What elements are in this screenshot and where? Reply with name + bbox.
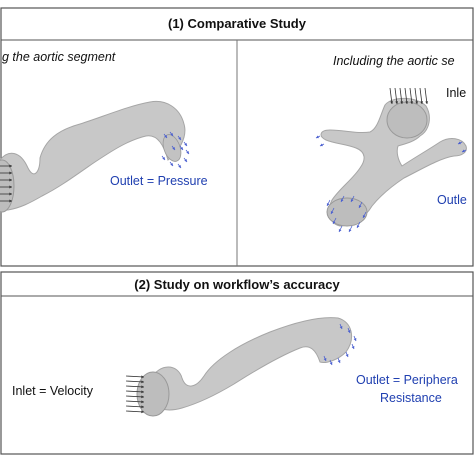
bc-arrowhead (362, 215, 366, 218)
side-outlet-arrows-top-right (315, 135, 467, 153)
bc-arrowhead (410, 101, 414, 104)
bc-arrowhead (390, 101, 394, 104)
inlet-arrows-top-left (0, 164, 12, 203)
bc-arrowhead (405, 101, 409, 104)
bc-arrowhead (332, 221, 336, 224)
bc-arrow (125, 380, 145, 383)
outlet-arrows-top-right (326, 195, 367, 233)
bc-arrowhead (141, 410, 144, 414)
bc-arrowhead (172, 147, 175, 150)
bc-arrowhead (9, 178, 12, 182)
bc-arrowhead (9, 199, 12, 203)
bc-arrowhead (316, 135, 319, 139)
bc-arrowhead (141, 405, 144, 409)
bc-arrowhead (338, 229, 342, 232)
bc-arrowhead (345, 354, 349, 357)
bc-arrow (125, 410, 145, 413)
bc-arrowhead (395, 101, 399, 104)
inlet-cap-bottom (136, 371, 170, 417)
bc-arrowhead (184, 143, 187, 146)
bc-arrowhead (186, 151, 189, 154)
bc-arrow (414, 87, 418, 105)
bc-arrowhead (9, 192, 12, 196)
bc-arrowhead (458, 141, 461, 145)
bc-arrowhead (9, 164, 12, 168)
bc-arrowhead (326, 203, 330, 206)
bc-arrowhead (141, 390, 144, 394)
bc-arrowhead (323, 358, 327, 361)
bc-arrowhead (462, 149, 465, 153)
bc-arrowhead (178, 137, 181, 140)
bc-arrowhead (170, 163, 173, 166)
bc-arrowhead (425, 101, 429, 104)
bc-arrow (125, 375, 145, 378)
bc-arrowhead (180, 147, 183, 150)
section2-title: (2) Study on workflow’s accuracy (134, 277, 340, 292)
bc-arrow (389, 87, 393, 105)
bc-arrowhead (420, 101, 424, 104)
bc-arrowhead (178, 165, 181, 168)
bc-arrowhead (141, 380, 144, 384)
right-outlet-label: Outle (437, 193, 467, 207)
bc-arrow (125, 390, 145, 393)
right-inlet-label: Inle (446, 86, 467, 100)
outlet-arrows-bottom (323, 323, 357, 366)
inlet-arrows-top-right (389, 87, 429, 105)
section1-title: (1) Comparative Study (168, 16, 306, 31)
bottom-outlet-label-line2: Resistance (380, 391, 442, 405)
bc-arrowhead (337, 360, 341, 363)
bottom-outlet-label-line1: Outlet = Periphera (356, 373, 458, 387)
bc-arrowhead (400, 101, 404, 104)
bc-arrowhead (170, 133, 173, 136)
outlet-arrows-top-left (161, 131, 190, 169)
inlet-arrows-bottom (125, 375, 145, 414)
bc-arrowhead (320, 143, 323, 147)
right-panel-caption: Including the aortic se (333, 54, 455, 68)
bc-arrow (409, 87, 413, 105)
bc-arrowhead (350, 199, 354, 202)
left-outlet-label: Outlet = Pressure (110, 174, 208, 188)
bc-arrow (399, 87, 403, 105)
bc-arrow (424, 87, 428, 105)
bc-arrowhead (353, 338, 357, 341)
bc-arrowhead (340, 199, 344, 202)
bc-arrowhead (330, 211, 334, 214)
outlet-cap-top-left (162, 134, 182, 162)
vessel-top-right (320, 97, 467, 227)
bc-arrowhead (415, 101, 419, 104)
bc-arrow (125, 385, 145, 388)
panel-border-bottom (0, 271, 474, 455)
vessel-bottom (149, 317, 353, 411)
outlet-cap-top-right (326, 197, 368, 227)
bc-arrowhead (347, 330, 351, 333)
bc-arrowhead (356, 225, 360, 228)
bc-arrow (125, 400, 145, 403)
inlet-cap-top-right (386, 101, 428, 139)
bc-arrowhead (9, 185, 12, 189)
bc-arrow (404, 87, 408, 105)
bc-arrowhead (358, 205, 362, 208)
bc-arrowhead (9, 171, 12, 175)
bc-arrowhead (351, 346, 355, 349)
bc-arrowhead (339, 326, 343, 329)
bc-arrow (394, 87, 398, 105)
bottom-inlet-label: Inlet = Velocity (12, 384, 93, 398)
bc-arrowhead (164, 135, 167, 138)
bc-arrowhead (162, 157, 165, 160)
bc-arrowhead (348, 229, 352, 232)
bc-arrow (419, 87, 423, 105)
bc-arrowhead (141, 400, 144, 404)
bc-arrow (125, 395, 145, 398)
bc-arrowhead (329, 362, 333, 365)
bc-arrowhead (141, 375, 144, 379)
bc-arrow (125, 405, 145, 408)
bc-arrowhead (141, 385, 144, 389)
left-panel-caption: g the aortic segment (2, 50, 116, 64)
bc-arrowhead (141, 395, 144, 399)
vessel-top-left (0, 100, 186, 211)
bc-arrowhead (184, 159, 187, 162)
